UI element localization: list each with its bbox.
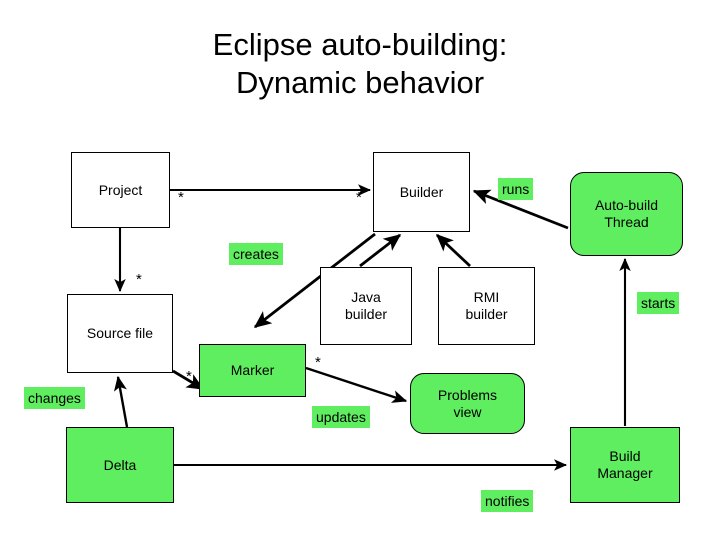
- node-problems-view-label: Problems view: [437, 386, 498, 420]
- node-builder[interactable]: Builder: [373, 152, 470, 232]
- node-project[interactable]: Project: [71, 152, 170, 228]
- node-marker-label: Marker: [230, 362, 275, 378]
- multiplicity-project-builder-source: *: [178, 189, 184, 206]
- node-rmi-builder-label: RMI builder: [465, 289, 508, 322]
- node-delta-label: Delta: [103, 456, 137, 473]
- node-builder-label: Builder: [399, 183, 444, 200]
- multiplicity-marker-problems-view: *: [315, 354, 321, 371]
- node-auto-build-thread[interactable]: Auto-build Thread: [570, 172, 683, 256]
- edge-source-file-to-marker: [172, 369, 205, 391]
- edge-builder-creates-marker: [253, 232, 376, 329]
- edge-marker-updates-problems-view: [305, 366, 408, 403]
- node-build-manager[interactable]: Build Manager: [570, 427, 680, 503]
- slide-title: Eclipse auto-building: Dynamic behavior: [212, 27, 508, 100]
- edge-auto-build-thread-runs-builder: [472, 189, 569, 230]
- edge-label-changes: changes: [24, 387, 85, 409]
- node-marker[interactable]: Marker: [199, 344, 306, 397]
- edge-rmi-builder-to-builder: [435, 233, 471, 268]
- edge-label-runs: runs: [498, 178, 534, 200]
- edge-java-builder-to-builder: [359, 233, 402, 268]
- node-source-file-label: Source file: [86, 325, 154, 341]
- node-java-builder[interactable]: Java builder: [320, 267, 412, 345]
- edge-label-creates: creates: [229, 243, 283, 265]
- node-auto-build-thread-label: Auto-build Thread: [594, 197, 659, 230]
- edge-label-starts: starts: [637, 292, 680, 314]
- node-rmi-builder[interactable]: RMI builder: [438, 267, 535, 345]
- node-java-builder-label: Java builder: [344, 289, 388, 322]
- node-source-file[interactable]: Source file: [67, 294, 173, 373]
- node-delta[interactable]: Delta: [66, 427, 174, 503]
- edge-label-updates: updates: [312, 406, 370, 428]
- multiplicity-source-file-marker: *: [186, 368, 192, 385]
- node-project-label: Project: [98, 181, 143, 198]
- edge-label-notifies: notifies: [481, 490, 534, 512]
- node-build-manager-label: Build Manager: [597, 448, 653, 481]
- node-problems-view[interactable]: Problems view: [410, 373, 525, 434]
- edge-delta-changes-source-file: [113, 375, 129, 428]
- multiplicity-project-builder-target: *: [356, 189, 362, 206]
- multiplicity-project-source-file: *: [136, 271, 142, 288]
